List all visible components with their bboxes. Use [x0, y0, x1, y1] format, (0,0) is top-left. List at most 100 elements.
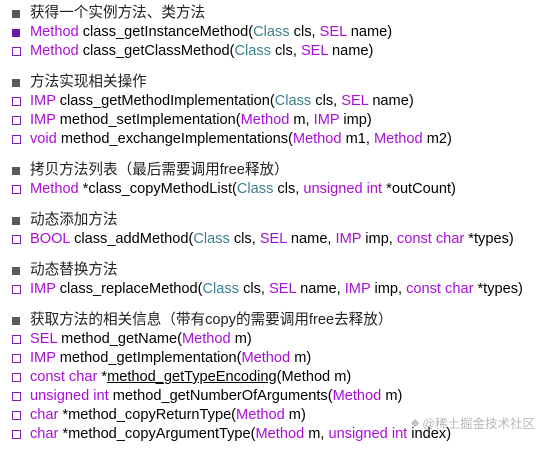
- code-text-segment: method_getTypeEncoding: [107, 369, 277, 385]
- heading-text: 动态添加方法: [30, 212, 118, 228]
- code-keyword: char: [30, 426, 59, 442]
- code-text: unsigned int method_getNumberOfArguments…: [30, 387, 402, 406]
- section: 获取方法的相关信息（带有copy的需要调用free去释放） SEL method_…: [12, 311, 541, 444]
- code-keyword: Method: [30, 181, 79, 197]
- heading-bullet-icon: [12, 216, 30, 225]
- code-line: Method *class_copyMethodList(Class cls, …: [12, 180, 541, 199]
- code-keyword: IMP: [313, 112, 340, 128]
- code-line: Method class_getClassMethod(Class cls, S…: [12, 42, 541, 61]
- juejin-logo-icon: ◆: [410, 417, 420, 429]
- code-keyword: Method: [240, 112, 290, 128]
- section: 获得一个实例方法、类方法 Method class_getInstanceMeth…: [12, 4, 541, 61]
- code-text-segment: method_getName(: [57, 331, 182, 347]
- section-heading: 动态替换方法: [12, 261, 541, 280]
- heading-bullet-icon: [12, 9, 30, 18]
- heading-text: 方法实现相关操作: [30, 74, 147, 90]
- heading-text: 动态替换方法: [30, 262, 118, 278]
- code-keyword: BOOL: [30, 231, 71, 247]
- code-keyword: const char: [30, 369, 98, 385]
- code-text: SEL method_getName(Method m): [30, 330, 252, 349]
- code-line: IMP method_getImplementation(Method m): [12, 349, 541, 368]
- code-text-segment: m): [284, 407, 306, 423]
- code-keyword: const char: [406, 281, 474, 297]
- code-type: Class: [236, 181, 274, 197]
- code-keyword: Method: [241, 350, 291, 366]
- code-text-segment: imp,: [361, 231, 397, 247]
- watermark: ◆ @稀土掘金技术社区: [411, 413, 535, 432]
- code-keyword: IMP: [344, 281, 371, 297]
- code-line: BOOL class_addMethod(Class cls, SEL name…: [12, 230, 541, 249]
- code-text-segment: name,: [296, 281, 345, 297]
- code-text: IMP class_replaceMethod(Class cls, SEL n…: [30, 280, 523, 299]
- code-keyword: IMP: [30, 112, 56, 128]
- code-text-segment: m1,: [341, 131, 374, 147]
- code-text: const char *method_getTypeEncoding(Metho…: [30, 368, 351, 387]
- code-line: unsigned int method_getNumberOfArguments…: [12, 387, 541, 406]
- code-text-segment: *method_copyReturnType(: [58, 407, 237, 423]
- code-keyword: SEL: [269, 281, 297, 297]
- code-keyword: unsigned int: [328, 426, 408, 442]
- code-line: const char *method_getTypeEncoding(Metho…: [12, 368, 541, 387]
- code-type: Class: [202, 281, 240, 297]
- code-line: char *method_copyReturnType(Method m): [12, 406, 541, 425]
- hollow-square-bullet-icon: [12, 285, 30, 294]
- code-text: Method class_getClassMethod(Class cls, S…: [30, 42, 373, 61]
- hollow-square-bullet-icon: [12, 185, 30, 194]
- hollow-square-bullet-icon: [12, 373, 30, 382]
- section-heading: 拷贝方法列表（最后需要调用free释放）: [12, 161, 541, 180]
- hollow-square-bullet-icon: [12, 116, 30, 125]
- code-keyword: SEL: [341, 93, 369, 109]
- code-keyword: IMP: [335, 231, 362, 247]
- code-keyword: const char: [396, 231, 465, 247]
- section: 拷贝方法列表（最后需要调用free释放） Method *class_copyMe…: [12, 161, 541, 199]
- code-text-segment: imp,: [370, 281, 407, 297]
- code-line: IMP method_setImplementation(Method m, I…: [12, 111, 541, 130]
- code-keyword: void: [30, 131, 57, 147]
- code-keyword: Method: [236, 407, 285, 423]
- heading-text: 获取方法的相关信息（带有copy的需要调用free去释放）: [30, 312, 393, 328]
- code-keyword: Method: [30, 43, 79, 59]
- code-text: char *method_copyArgumentType(Method m, …: [30, 425, 451, 444]
- code-text-segment: cls,: [270, 43, 301, 59]
- watermark-text: @稀土掘金技术社区: [422, 417, 535, 431]
- code-text-segment: cls,: [239, 281, 270, 297]
- hollow-square-bullet-icon: [12, 135, 30, 144]
- code-keyword: Method: [332, 388, 382, 404]
- code-text-segment: method_exchangeImplementations(: [56, 131, 293, 147]
- code-text: char *method_copyReturnType(Method m): [30, 406, 306, 425]
- code-text: IMP class_getMethodImplementation(Class …: [30, 92, 414, 111]
- heading-bullet-icon: [12, 78, 30, 87]
- code-text-segment: class_addMethod(: [70, 231, 194, 247]
- heading-text: 拷贝方法列表（最后需要调用free释放）: [30, 162, 289, 178]
- code-text-segment: *types): [473, 281, 523, 297]
- hollow-square-bullet-icon: [12, 335, 30, 344]
- section-heading: 获取方法的相关信息（带有copy的需要调用free去释放）: [12, 311, 541, 330]
- code-text-segment: (Method m): [276, 369, 352, 385]
- heading-text: 获得一个实例方法、类方法: [30, 5, 206, 21]
- hollow-square-bullet-icon: [12, 354, 30, 363]
- code-text-segment: class_replaceMethod(: [55, 281, 203, 297]
- code-text-segment: class_getClassMethod(: [78, 43, 235, 59]
- code-text-segment: *class_copyMethodList(: [78, 181, 237, 197]
- code-text-segment: method_getNumberOfArguments(: [108, 388, 333, 404]
- code-text-segment: class_getInstanceMethod(: [78, 24, 254, 40]
- section: 动态添加方法 BOOL class_addMethod(Class cls, SE…: [12, 211, 541, 249]
- code-text-segment: m): [230, 331, 252, 347]
- code-text-segment: *method_copyArgumentType(: [58, 426, 256, 442]
- code-keyword: SEL: [300, 43, 328, 59]
- code-keyword: Method: [255, 426, 305, 442]
- section: 方法实现相关操作 IMP class_getMethodImplementatio…: [12, 73, 541, 149]
- code-keyword: IMP: [30, 281, 56, 297]
- code-text: Method *class_copyMethodList(Class cls, …: [30, 180, 456, 199]
- code-keyword: Method: [181, 331, 231, 347]
- code-line: IMP class_getMethodImplementation(Class …: [12, 92, 541, 111]
- code-type: Class: [253, 24, 290, 40]
- section-heading: 获得一个实例方法、类方法: [12, 4, 541, 23]
- section-heading: 方法实现相关操作: [12, 73, 541, 92]
- code-line: IMP class_replaceMethod(Class cls, SEL n…: [12, 280, 541, 299]
- code-text: void method_exchangeImplementations(Meth…: [30, 130, 452, 149]
- hollow-square-bullet-icon: [12, 411, 30, 420]
- code-text-segment: name,: [286, 231, 336, 247]
- code-text-segment: name): [327, 43, 374, 59]
- code-type: Class: [274, 93, 312, 109]
